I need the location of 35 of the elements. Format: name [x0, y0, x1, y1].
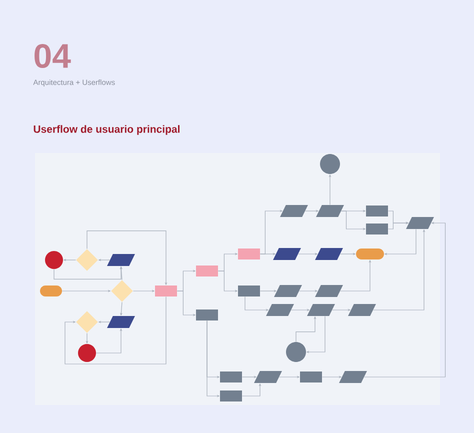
- data-parallelogram: [316, 205, 344, 217]
- decision-diamond: [111, 280, 133, 302]
- data-parallelogram: [406, 217, 434, 229]
- process-box: [238, 248, 260, 260]
- process-box: [300, 372, 322, 382]
- connector: [64, 296, 166, 364]
- data-parallelogram: [273, 248, 301, 260]
- data-parallelogram: [348, 304, 376, 316]
- decision-diamond: [76, 249, 98, 271]
- terminal-circle: [286, 342, 306, 362]
- process-box: [366, 224, 388, 234]
- process-box: [366, 206, 388, 216]
- data-parallelogram: [280, 205, 308, 217]
- data-parallelogram: [266, 304, 294, 316]
- data-parallelogram: [274, 285, 302, 297]
- data-parallelogram: [339, 371, 367, 383]
- terminal-pill: [40, 286, 62, 296]
- process-box: [196, 310, 218, 320]
- process-box: [238, 286, 260, 296]
- decision-diamond: [76, 311, 98, 333]
- data-parallelogram: [107, 316, 135, 328]
- section-number: 04: [34, 44, 71, 68]
- data-parallelogram: [315, 285, 343, 297]
- data-parallelogram: [254, 371, 282, 383]
- data-parallelogram: [307, 304, 335, 316]
- data-parallelogram: [315, 248, 343, 260]
- process-box: [196, 266, 218, 276]
- process-box: [220, 372, 242, 382]
- data-parallelogram: [107, 254, 135, 266]
- heading: Userflow de usuario principal: [34, 125, 180, 135]
- terminal-circle: [45, 251, 63, 269]
- process-box: [155, 286, 177, 296]
- process-box: [220, 390, 242, 402]
- terminal-circle: [78, 344, 96, 362]
- terminal-circle: [320, 154, 340, 174]
